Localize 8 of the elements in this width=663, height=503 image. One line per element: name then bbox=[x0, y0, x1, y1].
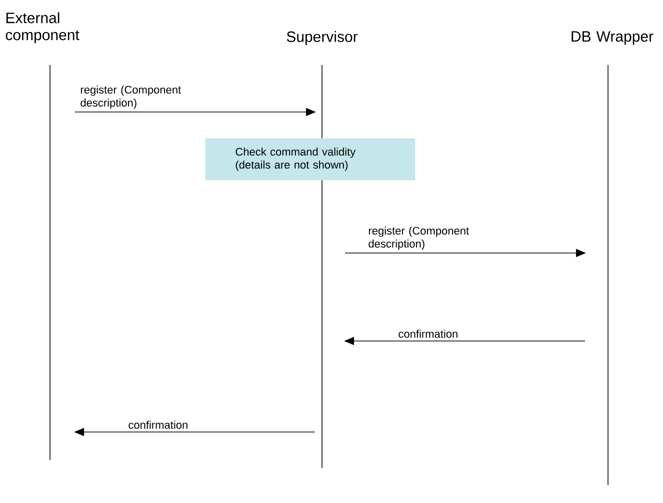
edge-label: register (Component description) bbox=[80, 86, 181, 109]
lifeline-label: DB Wrapper bbox=[572, 31, 654, 45]
lifeline-label: External component bbox=[6, 12, 80, 44]
edge-label: confirmation bbox=[398, 330, 458, 338]
edge-label: register (Component description) bbox=[368, 226, 469, 250]
edge-label: confirmation bbox=[128, 420, 188, 429]
note-box: Check command validity (details are not shown) bbox=[205, 138, 416, 180]
lifeline-label: Supervisor bbox=[286, 31, 358, 45]
